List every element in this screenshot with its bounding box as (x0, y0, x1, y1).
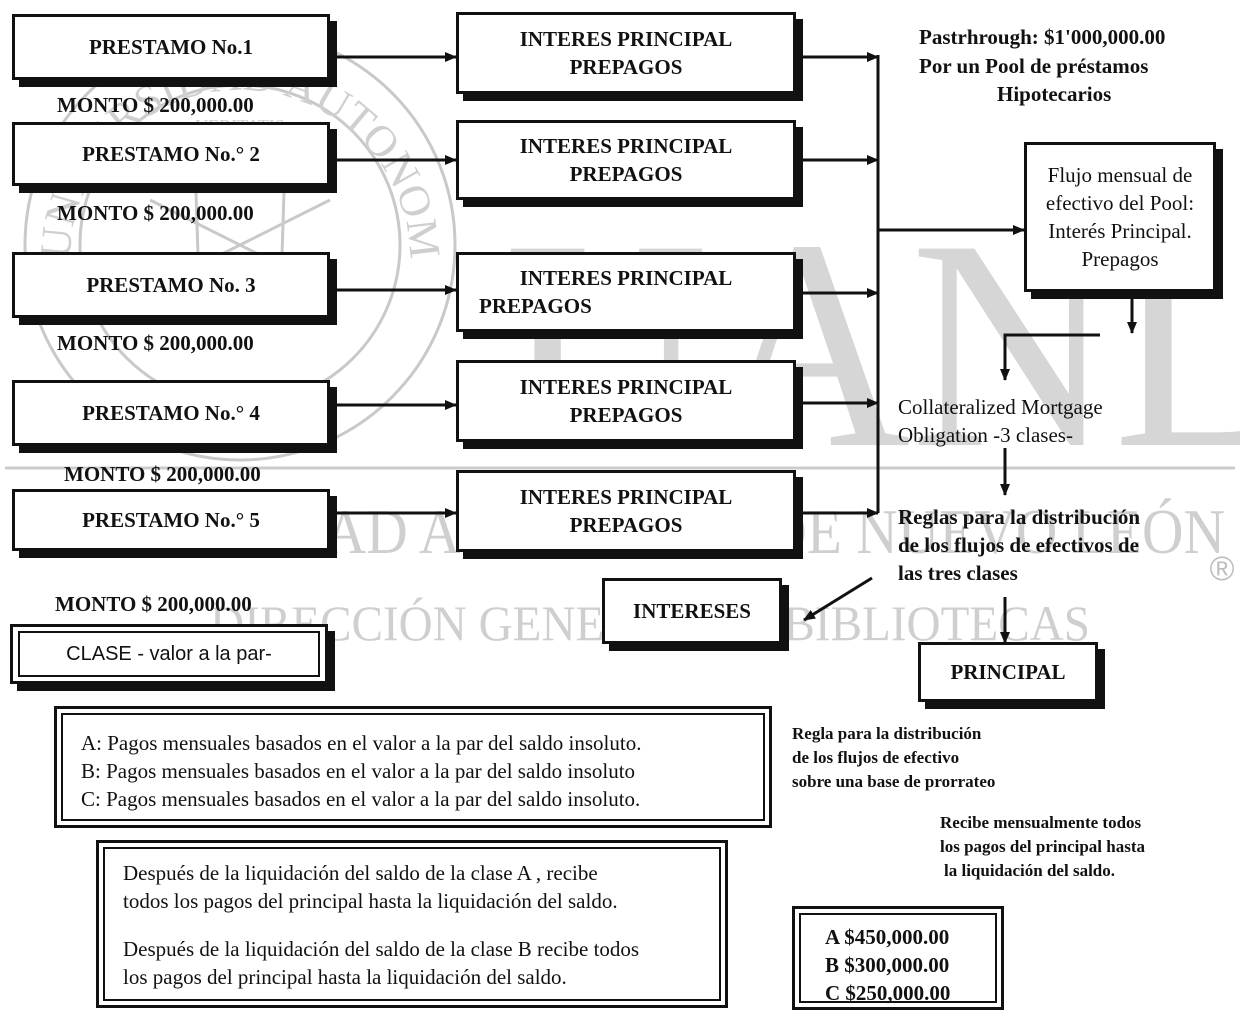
loan-label-2: PRESTAMO No.° 2 (82, 142, 260, 166)
cmo-line1: Collateralized Mortgage (898, 395, 1103, 419)
intereses-label: INTERESES (633, 599, 751, 623)
flow-line1-2: INTERES PRINCIPAL (519, 134, 733, 158)
cmo-line2: Obligation -3 clases- (898, 423, 1073, 447)
pool-flow-line2: efectivo del Pool: (1045, 191, 1195, 215)
flow-line2-4: PREPAGOS (569, 403, 683, 427)
loan-box-3: PRESTAMO No. 3 (12, 252, 330, 318)
clase-header-label: CLASE - valor a la par- (66, 643, 272, 665)
loan-amount-4: MONTO $ 200,000.00 (64, 462, 261, 486)
clase-header-box: CLASE - valor a la par- (10, 624, 328, 684)
loan-label-5: PRESTAMO No.° 5 (82, 508, 260, 532)
loan-amount-5: MONTO $ 200,000.00 (55, 592, 252, 616)
flow-box-4: INTERES PRINCIPAL PREPAGOS (456, 360, 796, 442)
arrow-pool-to-cmo (1000, 333, 1100, 381)
after-a-line1: Después de la liquidación del saldo de l… (123, 861, 598, 885)
pool-flow-line3: Interés Principal. (1048, 219, 1192, 243)
flow-line1-4: INTERES PRINCIPAL (519, 375, 733, 399)
pool-flow-box: Flujo mensual de efectivo del Pool: Inte… (1024, 142, 1216, 292)
loan-box-4: PRESTAMO No.° 4 (12, 380, 330, 446)
loan-box-2: PRESTAMO No.° 2 (12, 122, 330, 186)
registered-mark: ® (1209, 550, 1234, 588)
classes-inner-border (61, 713, 765, 821)
flow-line2-3: PREPAGOS (479, 294, 592, 318)
after-b-line1: Después de la liquidación del saldo de l… (123, 937, 640, 961)
class-c-text: C: Pagos mensuales basados en el valor a… (81, 787, 641, 811)
prorate-line1: Regla para la distribución (792, 724, 982, 743)
after-a-line2: todos los pagos del principal hasta la l… (123, 889, 618, 913)
balance-a: A $450,000.00 (825, 925, 950, 949)
receives-line2: los pagos del principal hasta (940, 837, 1145, 856)
flow-line2-1: PREPAGOS (569, 55, 683, 79)
rules-line1: Reglas para la distribución (898, 505, 1141, 529)
loan-label-1: PRESTAMO No.1 (88, 35, 254, 59)
flow-line1-1: INTERES PRINCIPAL (519, 27, 733, 51)
loan-amount-3: MONTO $ 200,000.00 (57, 331, 254, 355)
balance-b: B $300,000.00 (825, 953, 950, 977)
flow-line1-3: INTERES PRINCIPAL (519, 266, 733, 290)
flow-line2-2: PREPAGOS (569, 162, 683, 186)
loan-amount-1: MONTO $ 200,000.00 (57, 93, 254, 117)
intereses-box: INTERESES (602, 578, 782, 644)
rules-line3: las tres clases (898, 561, 1018, 585)
passthrough-line2: Por un Pool de préstamos (919, 54, 1149, 78)
balances-inner-border (799, 913, 997, 1003)
balances-box: A $450,000.00 B $300,000.00 C $250,000.0… (792, 906, 1004, 1010)
loan-box-1: PRESTAMO No.1 (12, 14, 330, 80)
liquidation-inner-border (103, 847, 721, 1001)
receives-line3: la liquidación del saldo. (944, 861, 1115, 880)
rules-line2: de los flujos de efectivos de (898, 533, 1139, 557)
passthrough-line1: Pastrhrough: $1'000,000.00 (919, 25, 1166, 49)
flow-box-2: INTERES PRINCIPAL PREPAGOS (456, 120, 796, 200)
pool-flow-line1: Flujo mensual de (1047, 163, 1193, 187)
loan-label-4: PRESTAMO No.° 4 (82, 401, 260, 425)
flow-line1-5: INTERES PRINCIPAL (519, 485, 733, 509)
prorate-line3: sobre una base de prorrateo (792, 772, 996, 791)
principal-box: PRINCIPAL (918, 642, 1098, 702)
passthrough-line3: Hipotecarios (997, 82, 1112, 106)
flow-box-1: INTERES PRINCIPAL PREPAGOS (456, 12, 796, 94)
loan-amount-2: MONTO $ 200,000.00 (57, 201, 254, 225)
after-b-line2: los pagos del principal hasta la liquida… (123, 965, 567, 989)
principal-label: PRINCIPAL (950, 660, 1066, 684)
loan-box-5: PRESTAMO No.° 5 (12, 489, 330, 551)
flow-box-5: INTERES PRINCIPAL PREPAGOS (456, 470, 796, 552)
flow-line2-5: PREPAGOS (569, 513, 683, 537)
class-a-text: A: Pagos mensuales basados en el valor a… (81, 731, 642, 755)
liquidation-box: Después de la liquidación del saldo de l… (96, 840, 728, 1008)
balance-c: C $250,000.00 (825, 981, 951, 1005)
arrow-rules-to-intereses (803, 576, 873, 622)
flow-box-3: INTERES PRINCIPAL PREPAGOS (456, 252, 796, 332)
classes-box: A: Pagos mensuales basados en el valor a… (54, 706, 772, 828)
class-b-text: B: Pagos mensuales basados en el valor a… (81, 759, 636, 783)
receives-line1: Recibe mensualmente todos (940, 813, 1142, 832)
clase-header-inner-border (18, 631, 320, 677)
loan-label-3: PRESTAMO No. 3 (86, 273, 256, 297)
prorate-line2: de los flujos de efectivo (792, 748, 960, 767)
pool-flow-line4: Prepagos (1081, 247, 1159, 271)
